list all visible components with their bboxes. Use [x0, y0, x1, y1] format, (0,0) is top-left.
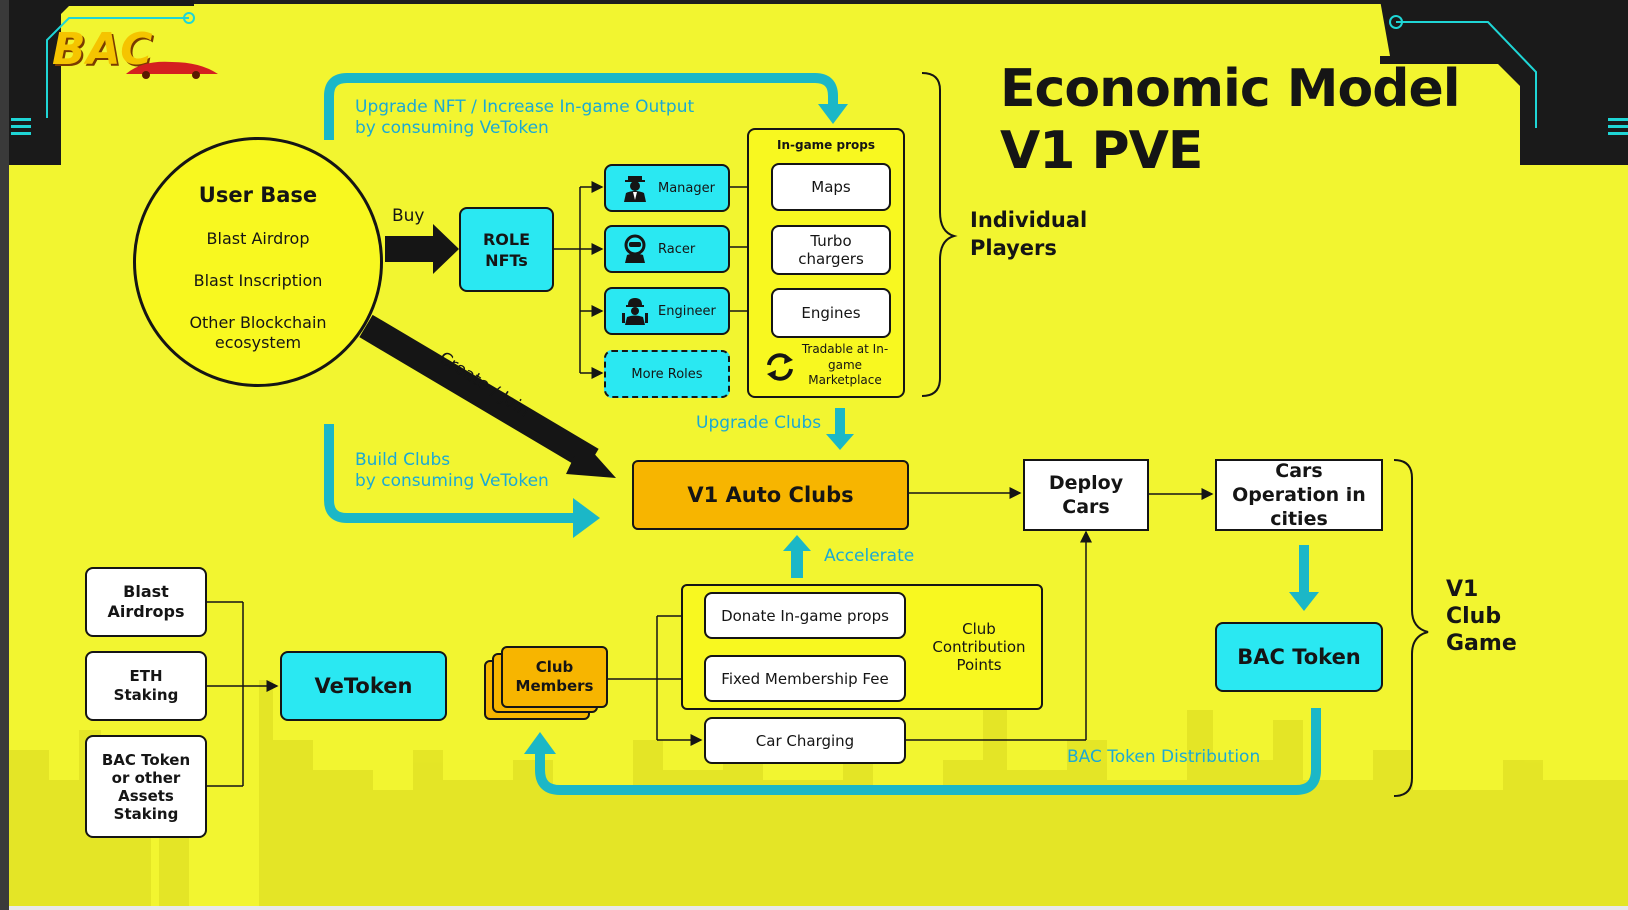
in-game-props-panel: In-game props Maps Turbo chargers Engine…	[747, 128, 905, 398]
logo-text: BAC	[52, 24, 154, 75]
source-blast-airdrops-box: Blast Airdrops	[85, 567, 207, 637]
deploy-cars-box: Deploy Cars	[1023, 459, 1149, 531]
accelerate-label: Accelerate	[824, 546, 915, 566]
corner-decoration-left	[9, 0, 195, 165]
page-title: Economic Model V1 PVE	[1000, 59, 1461, 181]
user-base-circle: User Base Blast Airdrop Blast Inscriptio…	[133, 137, 383, 387]
upgrade-nft-label: Upgrade NFT / Increase In-game Output by…	[355, 97, 695, 138]
role-more-box: More Roles	[604, 350, 730, 398]
prop-maps-box: Maps	[771, 163, 891, 211]
buy-label: Buy	[392, 206, 425, 226]
tradable-label: Tradable at In-game Marketplace	[801, 342, 889, 387]
engineer-icon	[622, 298, 648, 325]
bac-token-box: BAC Token	[1215, 622, 1383, 692]
ccp-label: Club Contribution Points	[932, 620, 1026, 674]
window-frame-bottom	[9, 906, 1628, 910]
user-base-item: Blast Airdrop	[206, 229, 310, 248]
club-game-label: V1 Club Game	[1446, 577, 1517, 656]
vetoken-box: VeToken	[280, 651, 447, 721]
role-manager-box: Manager	[604, 164, 730, 212]
racer-icon	[624, 234, 646, 263]
corner-decoration-right	[1380, 0, 1628, 165]
role-engineer-box: Engineer	[604, 287, 730, 335]
source-bac-staking-box: BAC Token or other Assets Staking	[85, 735, 207, 838]
car-charging-box: Car Charging	[704, 717, 906, 764]
role-racer-box: Racer	[604, 225, 730, 273]
user-base-item: Other Blockchain ecosystem	[189, 313, 327, 352]
prop-engines-box: Engines	[771, 288, 891, 338]
window-frame-left	[0, 0, 9, 910]
club-members-box: Club Members	[501, 646, 608, 708]
props-title: In-game props	[777, 138, 875, 152]
distribution-label: BAC Token Distribution	[1067, 747, 1261, 767]
prop-turbo-box: Turbo chargers	[771, 225, 891, 275]
build-clubs-label: Build Clubs by consuming VeToken	[355, 450, 549, 491]
individual-players-label: Individual Players	[970, 208, 1088, 260]
source-eth-staking-box: ETH Staking	[85, 651, 207, 721]
upgrade-clubs-label: Upgrade Clubs	[696, 413, 822, 433]
role-nfts-box: ROLE NFTs	[459, 207, 554, 292]
donate-props-box: Donate In-game props	[704, 592, 906, 639]
bac-logo: BAC	[30, 22, 220, 84]
user-base-item: Blast Inscription	[193, 271, 323, 290]
cars-operation-box: Cars Operation in cities	[1215, 459, 1383, 531]
v1-auto-clubs-box: V1 Auto Clubs	[632, 460, 909, 530]
manager-icon	[624, 176, 646, 202]
user-base-title: User Base	[198, 183, 318, 207]
membership-fee-box: Fixed Membership Fee	[704, 655, 906, 702]
window-frame-top	[9, 0, 1628, 4]
refresh-icon	[767, 353, 793, 381]
car-logo-icon	[126, 61, 218, 79]
